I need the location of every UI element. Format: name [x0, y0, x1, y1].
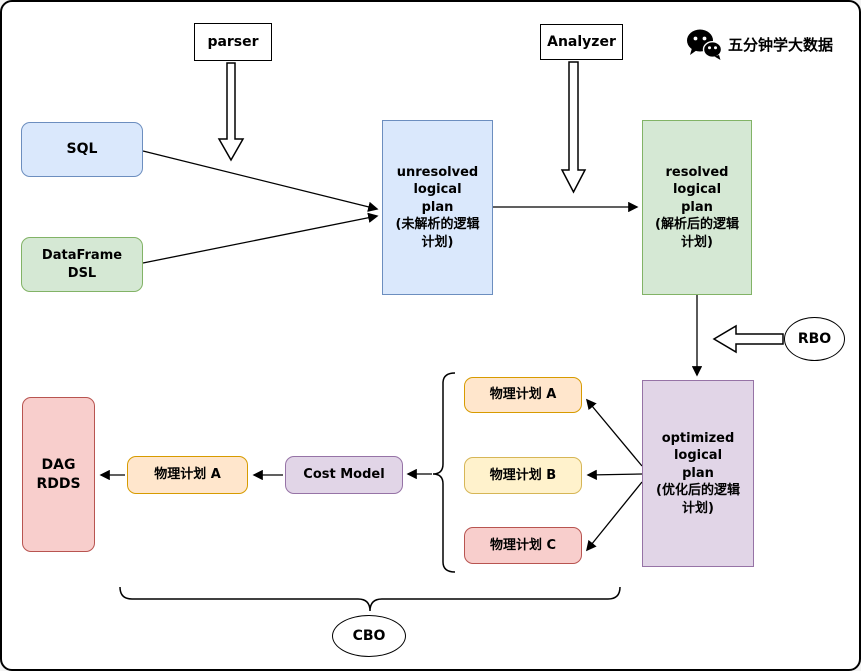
dag-rdds-node: DAG RDDS: [22, 397, 95, 552]
wechat-icon: [686, 28, 722, 61]
brand: 五分钟学大数据: [686, 28, 833, 61]
brand-label: 五分钟学大数据: [728, 36, 834, 54]
physical-plans-brace: [432, 372, 456, 573]
analyzer-node: Analyzer: [540, 24, 623, 60]
sql-node: SQL: [21, 122, 143, 177]
unresolved-logical-plan-node: unresolved logical plan (未解析的逻辑 计划): [382, 120, 493, 295]
optimized-logical-plan-node: optimized logical plan (优化后的逻辑 计划): [642, 380, 754, 567]
selected-physical-plan-node: 物理计划 A: [127, 456, 248, 494]
parser-block-arrow: [217, 62, 245, 162]
dataframe-dsl-node: DataFrame DSL: [21, 237, 143, 292]
arrow-optimized-to-plan-b: [586, 469, 643, 481]
rbo-node: RBO: [784, 317, 845, 361]
parser-node: parser: [194, 23, 272, 61]
physical-plan-b-node: 物理计划 B: [464, 457, 582, 494]
arrow-optimized-to-plan-a: [586, 398, 643, 467]
physical-plan-a-node: 物理计划 A: [464, 377, 582, 413]
arrow-dataframe-to-unresolved: [142, 212, 379, 264]
analyzer-block-arrow: [560, 61, 587, 194]
cbo-node: CBO: [332, 615, 406, 657]
cbo-brace: [119, 586, 621, 612]
arrow-sql-to-unresolved: [142, 150, 379, 212]
resolved-logical-plan-node: resolved logical plan (解析后的逻辑 计划): [642, 120, 752, 295]
rbo-block-arrow: [712, 324, 784, 354]
cost-model-node: Cost Model: [285, 456, 403, 494]
physical-plan-c-node: 物理计划 C: [464, 527, 582, 564]
arrow-optimized-to-plan-c: [586, 481, 643, 552]
